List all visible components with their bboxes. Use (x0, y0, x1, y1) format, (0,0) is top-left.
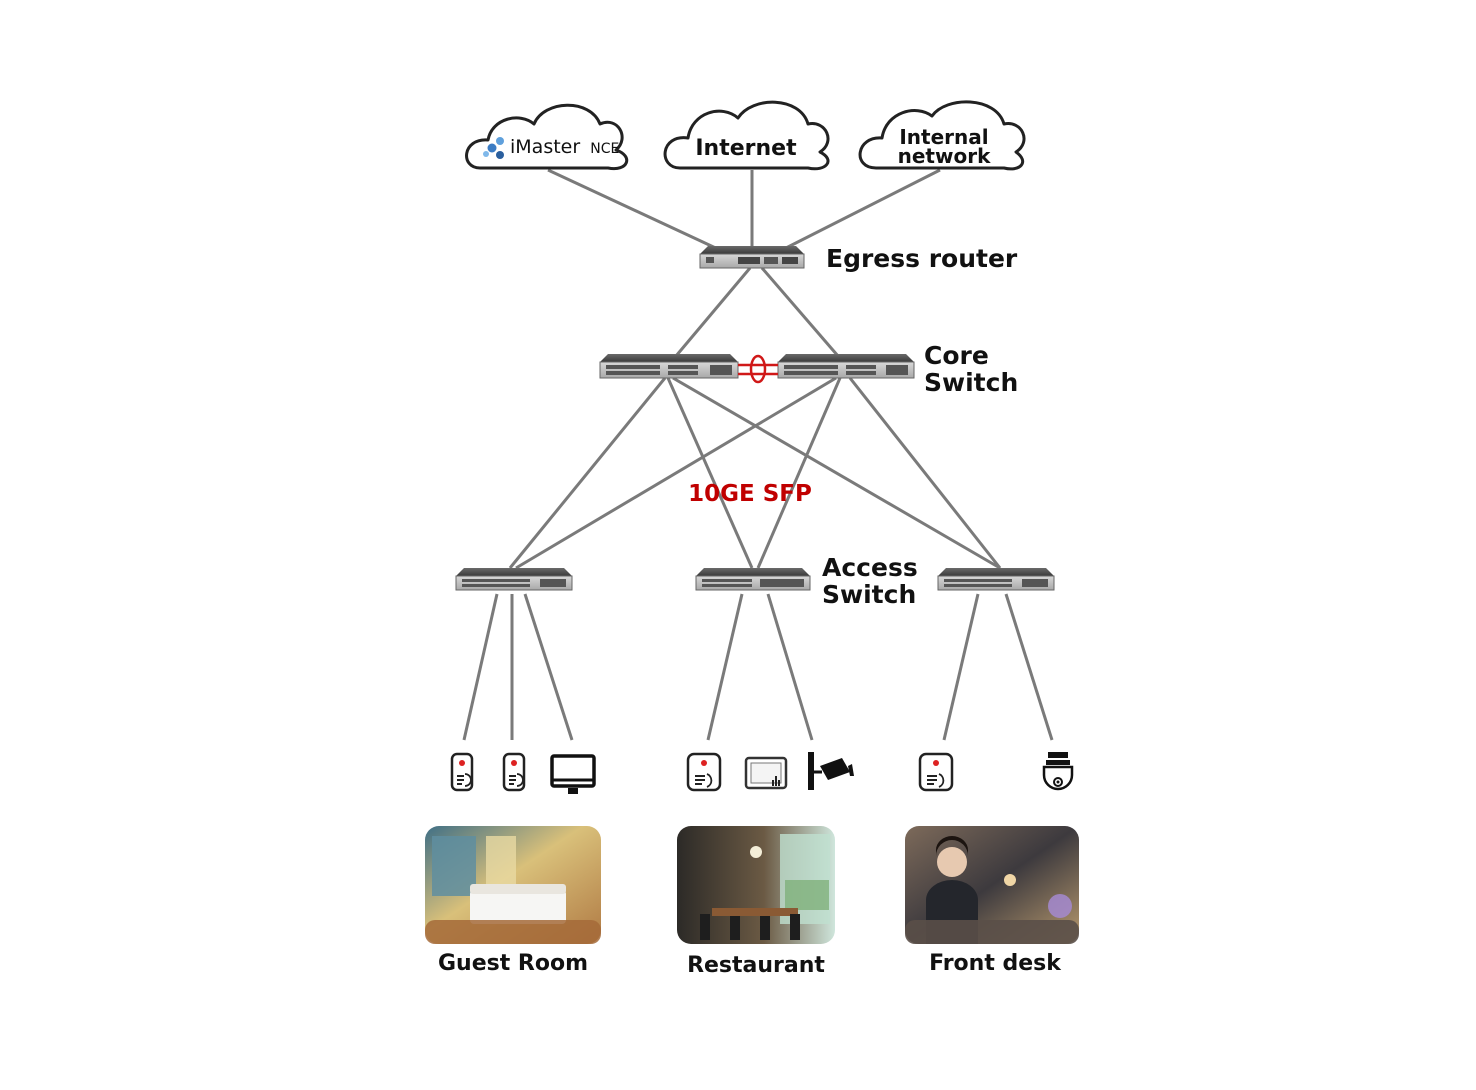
access-switch-label-line2: Switch (822, 580, 916, 609)
guest-room-photo (425, 826, 601, 944)
svg-text:iMaster NCE: iMaster NCE (510, 136, 619, 158)
link-type-label: 10GE SFP (688, 481, 812, 507)
guest-room-label: Guest Room (438, 951, 588, 976)
front-desk-label: Front desk (929, 951, 1062, 976)
core-switch-label-line2: Switch (924, 368, 1018, 397)
access-point-icon (686, 752, 722, 792)
internal-label-line1: Internal (899, 125, 988, 149)
link-internal-router (781, 168, 941, 252)
access-switch-label-line1: Access (822, 553, 918, 582)
cloud-internal-network: Internal network (858, 100, 1026, 171)
core-stack-link (738, 354, 778, 384)
link-coreL-accessR (672, 376, 1001, 570)
dome-camera-icon (1042, 752, 1074, 791)
link-coreR-accessL (515, 376, 837, 570)
imaster-name: iMaster (510, 136, 580, 158)
surveillance-camera-icon (808, 752, 854, 790)
link-router-core-left (674, 267, 752, 357)
link-coreL-accessL (508, 377, 667, 569)
imaster-logo-icon (483, 137, 504, 159)
egress-router-device (699, 246, 805, 269)
restaurant-label: Restaurant (687, 953, 825, 978)
front-desk-photo (905, 826, 1079, 944)
access-switch-left (455, 568, 573, 591)
imaster-suffix: NCE (590, 141, 619, 157)
link-accessR-ap (942, 593, 980, 741)
link-accessM-ap (706, 593, 744, 741)
cloud-internet: Internet (663, 100, 830, 171)
link-accessM-camera (766, 593, 814, 741)
link-imaster-router (547, 168, 721, 252)
internal-label-line2: network (898, 144, 991, 168)
internet-label: Internet (695, 136, 797, 161)
core-switch-left (599, 354, 739, 379)
access-switch-middle (695, 568, 811, 591)
link-accessL-ap1 (462, 593, 499, 741)
access-point-icon (450, 752, 474, 792)
touch-screen-terminal-icon (744, 756, 788, 790)
access-point-icon (918, 752, 954, 792)
link-accessL-tv (523, 593, 574, 741)
link-coreR-accessR (848, 377, 1002, 569)
core-switch-right (777, 354, 915, 379)
links (462, 168, 1054, 741)
link-coreL-accessM (666, 377, 754, 569)
access-switch-right (937, 568, 1055, 591)
restaurant-photo (677, 826, 835, 944)
access-point-icon (502, 752, 526, 792)
egress-router-label: Egress router (826, 244, 1018, 273)
core-switch-label-line1: Core (924, 341, 989, 370)
cloud-imaster-nce: iMaster NCE (465, 103, 629, 171)
link-coreR-accessM (756, 377, 842, 569)
tv-monitor-icon (550, 754, 596, 794)
link-router-core-right (760, 267, 840, 357)
link-accessR-domecam (1004, 593, 1054, 741)
